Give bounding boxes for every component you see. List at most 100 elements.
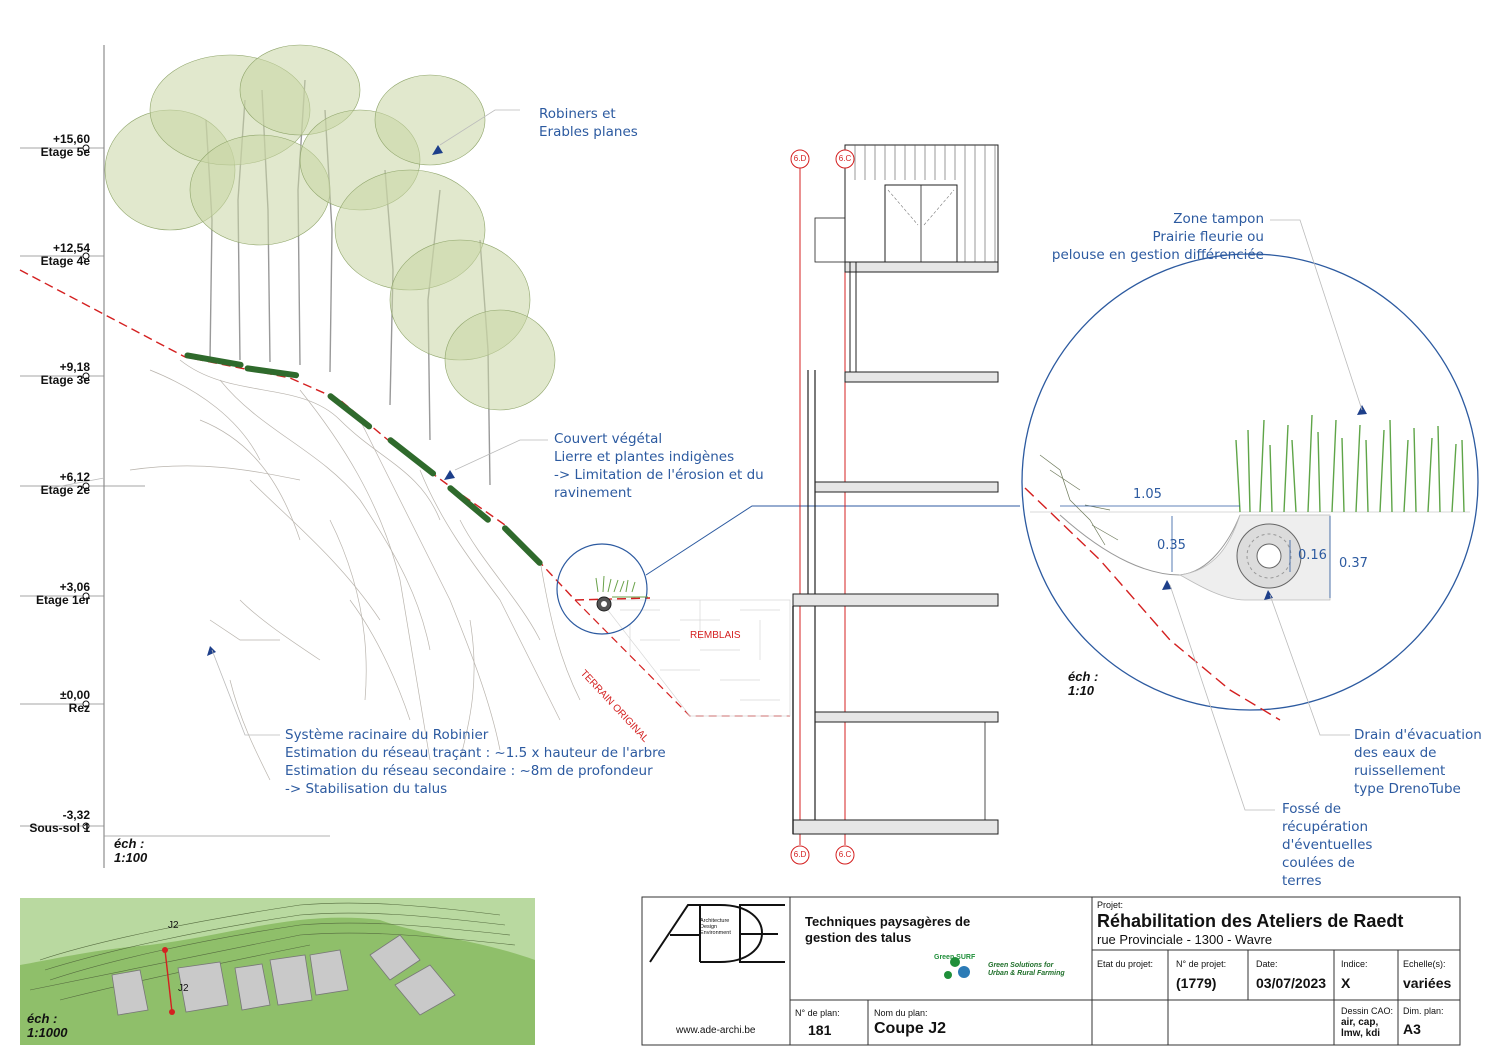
dessin-value: air, cap, lmw, kdi xyxy=(1341,1017,1380,1039)
level-name: Etage 4e xyxy=(40,254,90,268)
level-value: ±0,00 xyxy=(60,688,90,702)
annotation-line: Système racinaire du Robinier xyxy=(285,727,489,743)
level-value: -3,32 xyxy=(62,808,90,822)
description-line: gestion des talus xyxy=(805,930,912,945)
level-name: Etage 5e xyxy=(40,145,90,159)
echelle-value: variées xyxy=(1403,975,1452,991)
grid-label-6c-top: 6.C xyxy=(838,154,852,163)
annotation-line: ravinement xyxy=(554,485,632,501)
indice-label: Indice: xyxy=(1341,959,1368,969)
nom-plan-value: Coupe J2 xyxy=(874,1020,947,1037)
dim-width: 1.05 xyxy=(1133,487,1162,502)
num-projet-value: (1779) xyxy=(1176,975,1217,991)
website-link[interactable]: www.ade-archi.be xyxy=(676,1025,756,1036)
level-value: +3,06 xyxy=(59,580,90,594)
annotation-line: Zone tampon xyxy=(1173,211,1264,227)
logo-sub-line: Environment xyxy=(700,930,731,936)
nom-plan-label: Nom du plan: xyxy=(874,1008,928,1018)
annotation-line: Lierre et plantes indigènes xyxy=(554,449,735,465)
annotation-buffer-zone: Zone tampon Prairie fleurie ou pelouse e… xyxy=(1030,210,1264,264)
dessin-line: air, cap, xyxy=(1341,1017,1379,1028)
dim-total: 0.37 xyxy=(1339,556,1368,571)
dim-plan-value: A3 xyxy=(1403,1021,1421,1037)
cut-label-top: J2 xyxy=(168,920,179,931)
detail-slope xyxy=(1024,487,1281,721)
ade-logo-mark xyxy=(649,904,785,963)
scale-label: éch : xyxy=(27,1011,58,1026)
annotation-line: Fossé de xyxy=(1282,801,1342,817)
title-block-frame xyxy=(641,896,1461,1046)
grid-bubbles xyxy=(790,149,855,865)
dim-plan-label: Dim. plan: xyxy=(1403,1006,1444,1016)
project-address: rue Provinciale - 1300 - Wavre xyxy=(1097,932,1273,947)
num-plan-value: 181 xyxy=(808,1022,832,1038)
level-name: Etage 3e xyxy=(40,373,90,387)
annotation-line: coulées de xyxy=(1282,855,1355,871)
logo-sub-line: Design xyxy=(700,924,718,930)
indice-value: X xyxy=(1341,975,1351,991)
key-plan xyxy=(20,898,535,1045)
level-name: Sous-sol 1 xyxy=(29,821,90,835)
etat-label: Etat du projet: xyxy=(1097,959,1154,969)
scale-value: 1:10 xyxy=(1068,683,1095,698)
annotation-cover: Couvert végétal Lierre et plantes indigè… xyxy=(554,430,764,502)
grid-label-6c-bottom: 6.C xyxy=(838,850,852,859)
dim-pipe: 0.16 xyxy=(1298,548,1327,563)
partner-name: Green SURF xyxy=(934,954,976,961)
annotation-line: type DrenoTube xyxy=(1354,781,1461,797)
dessin-label: Dessin CAO: xyxy=(1341,1006,1394,1016)
partner-tagline: Green Solutions for Urban & Rural Farmin… xyxy=(988,962,1065,978)
level-markers xyxy=(82,144,90,830)
small-grass xyxy=(595,575,636,593)
tagline-line: Green Solutions for xyxy=(988,962,1054,969)
green-surf-logo xyxy=(944,957,970,979)
detail-callout-circle xyxy=(556,543,648,635)
annotation-line: Estimation du réseau traçant : ~1.5 x ha… xyxy=(285,745,666,761)
grid-label-6d-bottom: 6.D xyxy=(793,850,807,859)
scale-value: 1:100 xyxy=(114,850,148,865)
date-label: Date: xyxy=(1256,959,1278,969)
level-name: Rez xyxy=(68,701,90,715)
annotation-trees: Robiners et Erables planes xyxy=(539,105,638,141)
num-plan-label: N° de plan: xyxy=(795,1008,840,1018)
project-name: Réhabilitation des Ateliers de Raedt xyxy=(1097,911,1404,931)
logo-sub-line: Architecture xyxy=(700,918,730,924)
cut-label-bottom: J2 xyxy=(178,983,189,994)
logo-subtitle: Architecture Design Environment xyxy=(700,918,731,936)
annotation-line: Prairie fleurie ou xyxy=(1152,229,1264,245)
annotation-line: Estimation du réseau secondaire : ~8m de… xyxy=(285,763,653,779)
scale-section: éch :1:100 xyxy=(114,837,147,865)
annotation-ditch: Fossé de récupération d'éventuelles coul… xyxy=(1282,800,1372,890)
annotation-line: Drain d'évacuation xyxy=(1354,727,1482,743)
tagline-line: Urban & Rural Farming xyxy=(988,970,1065,977)
annotation-line: récupération xyxy=(1282,819,1369,835)
scale-label: éch : xyxy=(1068,669,1099,684)
scale-plan: éch :1:1000 xyxy=(27,1012,67,1040)
ivy-detail xyxy=(1039,454,1119,546)
level-name: Etage 2e xyxy=(40,483,90,497)
annotation-line: ruissellement xyxy=(1354,763,1446,779)
dim-depth: 0.35 xyxy=(1157,538,1186,553)
annotation-line: -> Limitation de l'érosion et du xyxy=(554,467,764,483)
remblais-label: REMBLAIS xyxy=(690,630,741,641)
echelle-label: Echelle(s): xyxy=(1403,959,1446,969)
leader-lines xyxy=(39,109,1363,811)
annotation-line: des eaux de xyxy=(1354,745,1437,761)
annotation-line: d'éventuelles xyxy=(1282,837,1373,853)
description-line: Techniques paysagères de xyxy=(805,914,971,929)
level-value: +12,54 xyxy=(52,241,90,255)
detail-circle xyxy=(1021,253,1479,711)
dimension-lines xyxy=(1060,505,1331,598)
project-label: Projet: xyxy=(1097,900,1124,910)
annotation-line: terres xyxy=(1282,873,1322,889)
building-section xyxy=(792,144,999,845)
annotation-line: Robiners et xyxy=(539,106,616,122)
dessin-line: lmw, kdi xyxy=(1341,1028,1381,1039)
num-projet-label: N° de projet: xyxy=(1176,959,1227,969)
scale-detail: éch :1:10 xyxy=(1068,670,1098,698)
